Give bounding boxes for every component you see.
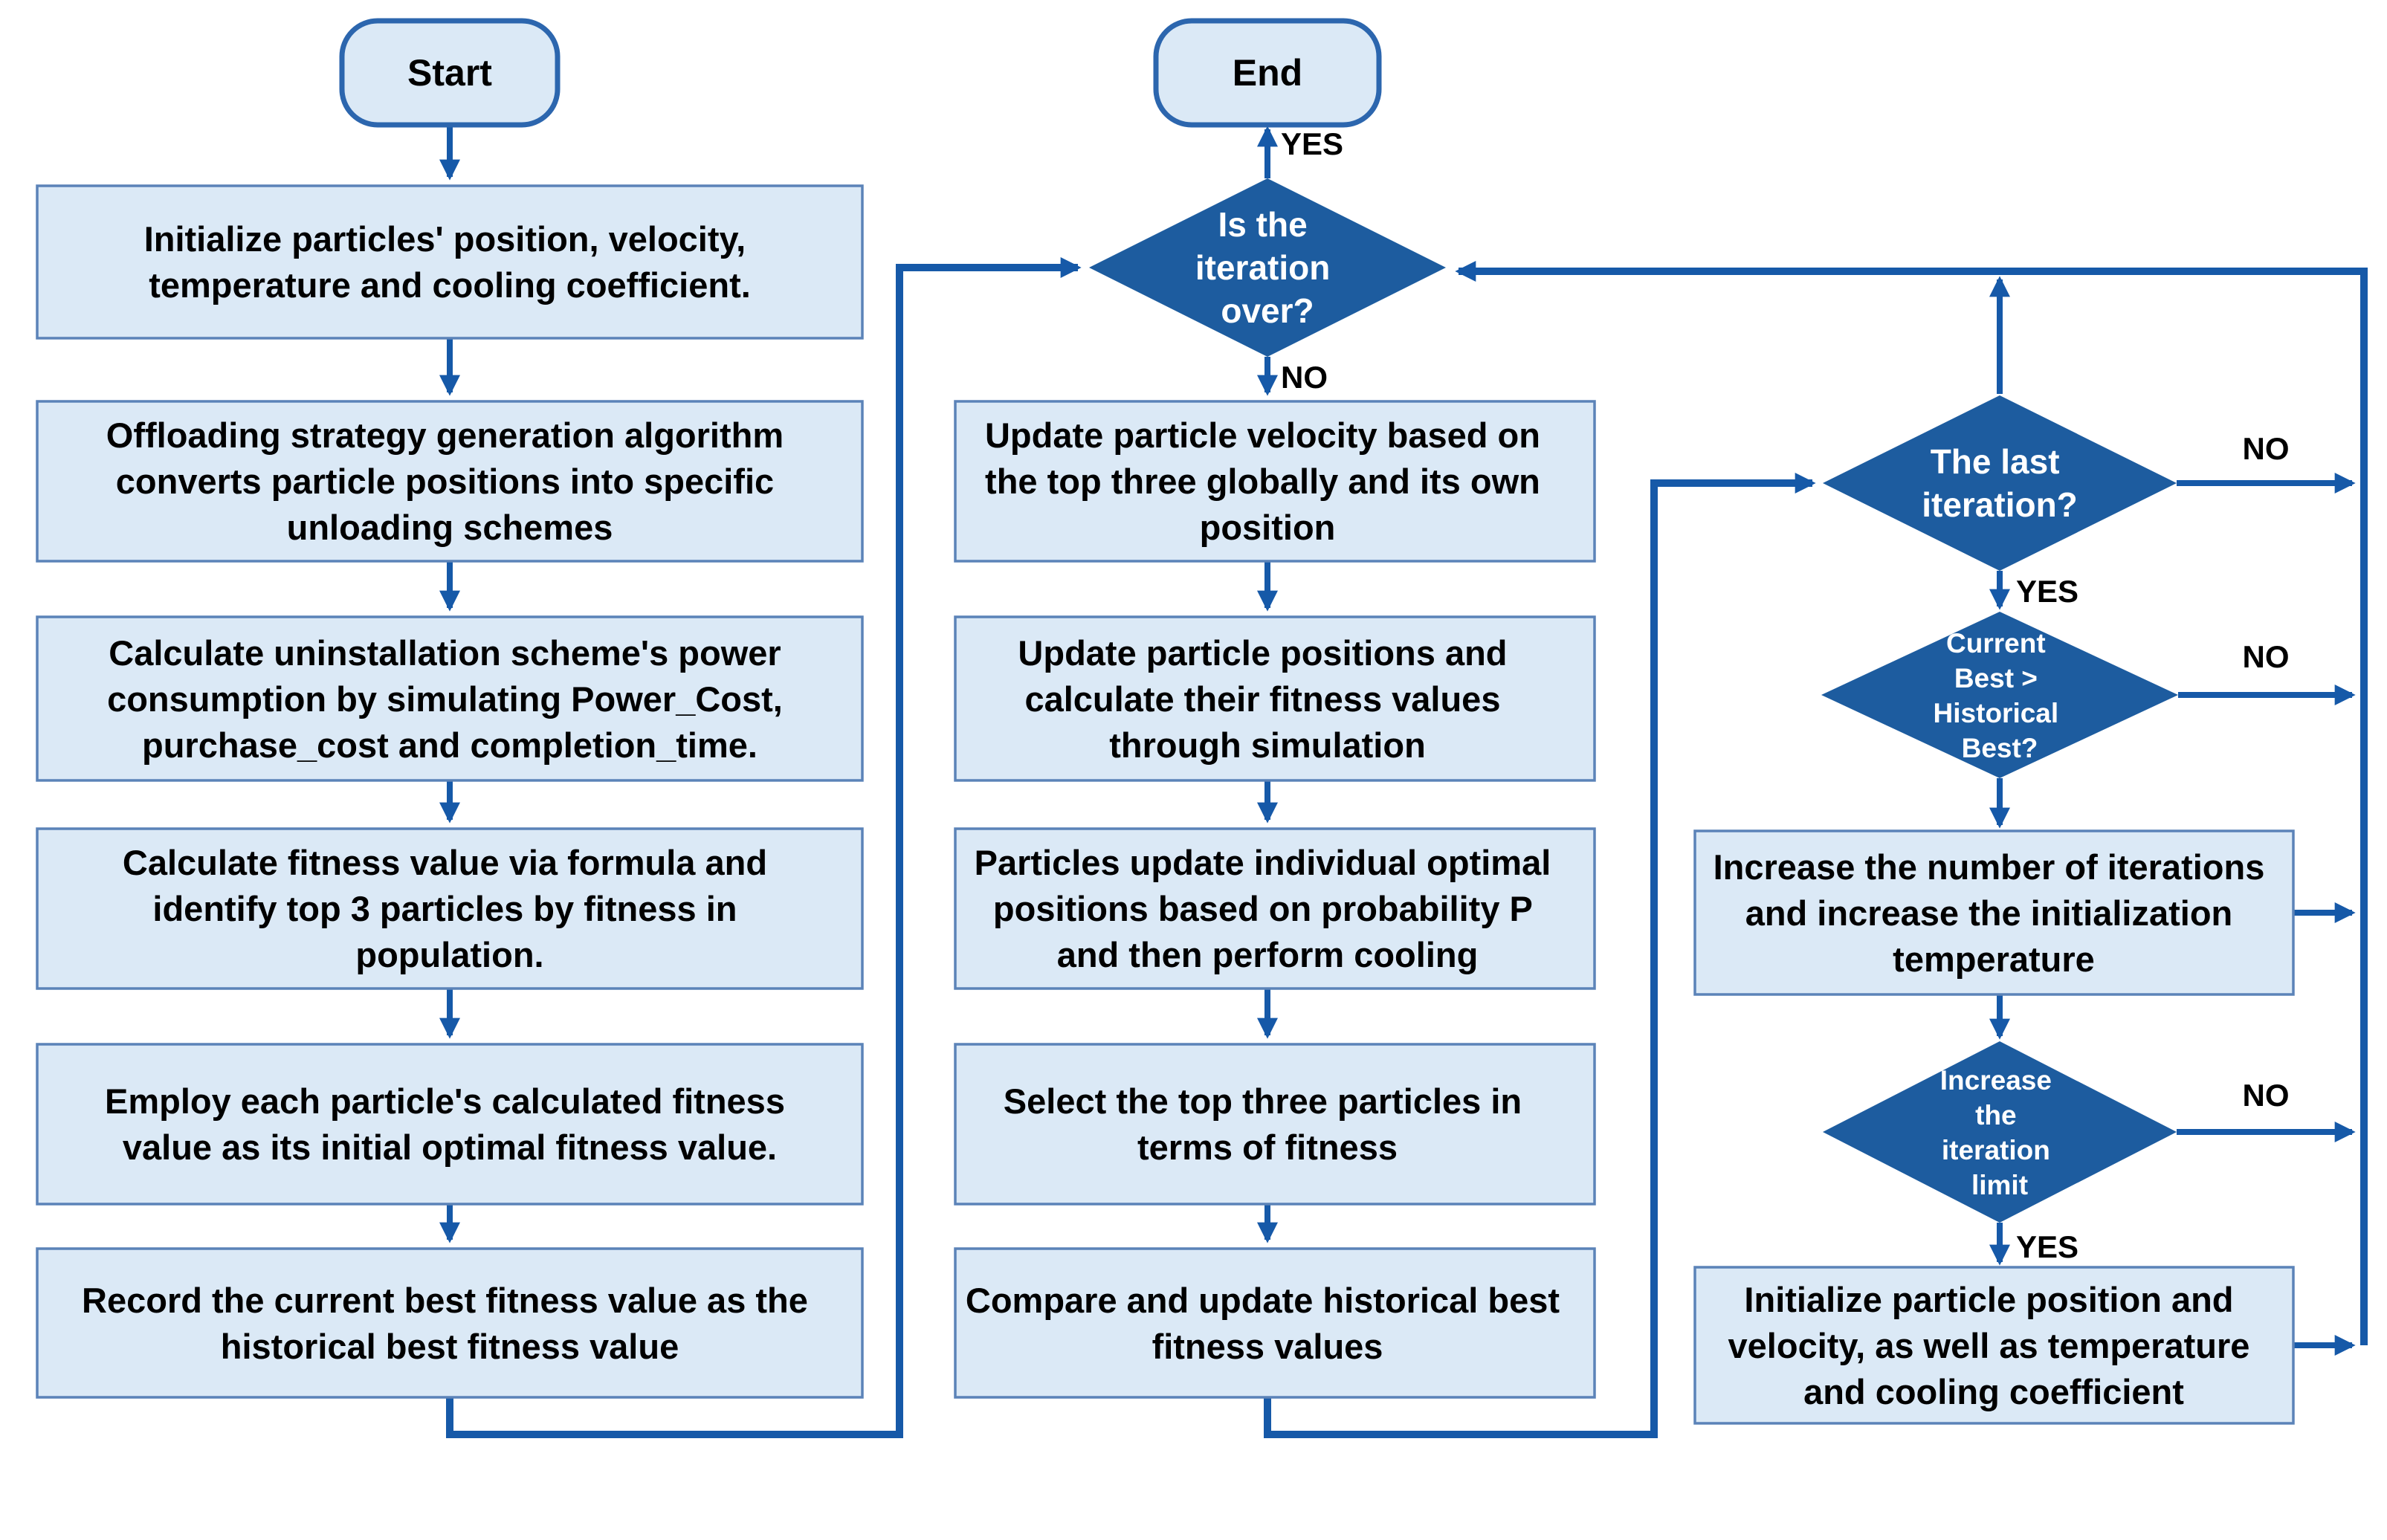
- label-no-iteration-limit: NO: [2243, 1078, 2290, 1113]
- decision-current-best: Current Best > Historical Best?: [1821, 612, 2178, 778]
- process-update-velocity: Update particle velocity based on the to…: [954, 400, 1596, 563]
- process-text: Calculate fitness value via formula and …: [123, 843, 777, 974]
- end-terminal: End: [1153, 18, 1382, 128]
- process-text: Increase the number of iterations and in…: [1713, 847, 2275, 979]
- process-select-top-three: Select the top three particles in terms …: [954, 1043, 1596, 1206]
- start-label: Start: [407, 52, 492, 94]
- process-text: Initialize particle position and velocit…: [1728, 1280, 2260, 1411]
- decision-iteration-over: Is the iteration over?: [1089, 178, 1446, 357]
- decision-text: The last iteration?: [1922, 442, 2078, 524]
- process-initialize-particles: Initialize particles' position, velocity…: [36, 184, 864, 340]
- decision-last-iteration: The last iteration?: [1823, 395, 2177, 571]
- process-text: Offloading strategy generation algorithm…: [106, 415, 793, 547]
- process-individual-optimal: Particles update individual optimal posi…: [954, 827, 1596, 990]
- process-reinitialize-particles: Initialize particle position and velocit…: [1693, 1266, 2295, 1425]
- process-text: Compare and update historical best fitne…: [966, 1281, 1569, 1366]
- process-calculate-power: Calculate uninstallation scheme's power …: [36, 615, 864, 782]
- label-no-last-iteration: NO: [2243, 431, 2290, 466]
- process-employ-fitness: Employ each particle's calculated fitnes…: [36, 1043, 864, 1206]
- process-increase-iterations: Increase the number of iterations and in…: [1693, 829, 2295, 996]
- process-record-best: Record the current best fitness value as…: [36, 1247, 864, 1399]
- end-label: End: [1233, 52, 1302, 94]
- loop-middle-column-to-last-iteration-diamond: [1264, 473, 1816, 1438]
- process-text: Employ each particle's calculated fitnes…: [105, 1081, 795, 1167]
- label-yes-iteration: YES: [1281, 126, 1343, 161]
- loop-left-column-to-iteration-diamond: [446, 257, 1082, 1438]
- label-yes-iteration-limit: YES: [2016, 1229, 2078, 1264]
- process-text: Record the current best fitness value as…: [82, 1281, 818, 1366]
- decision-text: Current Best > Historical Best?: [1934, 628, 2067, 763]
- process-text: Calculate uninstallation scheme's power …: [107, 633, 792, 765]
- label-no-iteration: NO: [1281, 360, 1328, 395]
- process-text: Initialize particles' position, velocity…: [144, 219, 756, 305]
- decision-text: Is the iteration over?: [1195, 205, 1340, 330]
- process-text: Particles update individual optimal posi…: [975, 843, 1561, 974]
- label-no-current-best: NO: [2243, 639, 2290, 674]
- decision-increase-iteration-limit: Increase the iteration limit: [1823, 1041, 2177, 1223]
- process-offloading-strategy: Offloading strategy generation algorithm…: [36, 400, 864, 563]
- process-calculate-fitness: Calculate fitness value via formula and …: [36, 827, 864, 990]
- process-text: Update particle velocity based on the to…: [985, 415, 1550, 547]
- process-update-positions: Update particle positions and calculate …: [954, 615, 1596, 782]
- process-text: Update particle positions and calculate …: [1018, 633, 1516, 765]
- process-compare-update-best: Compare and update historical best fitne…: [954, 1247, 1596, 1399]
- label-yes-last-iteration: YES: [2016, 574, 2078, 609]
- process-text: Select the top three particles in terms …: [1004, 1081, 1531, 1167]
- rail-right-return-to-iteration-diamond: [1455, 261, 2368, 1345]
- decision-text: Increase the iteration limit: [1940, 1065, 2059, 1200]
- start-terminal: Start: [339, 18, 561, 128]
